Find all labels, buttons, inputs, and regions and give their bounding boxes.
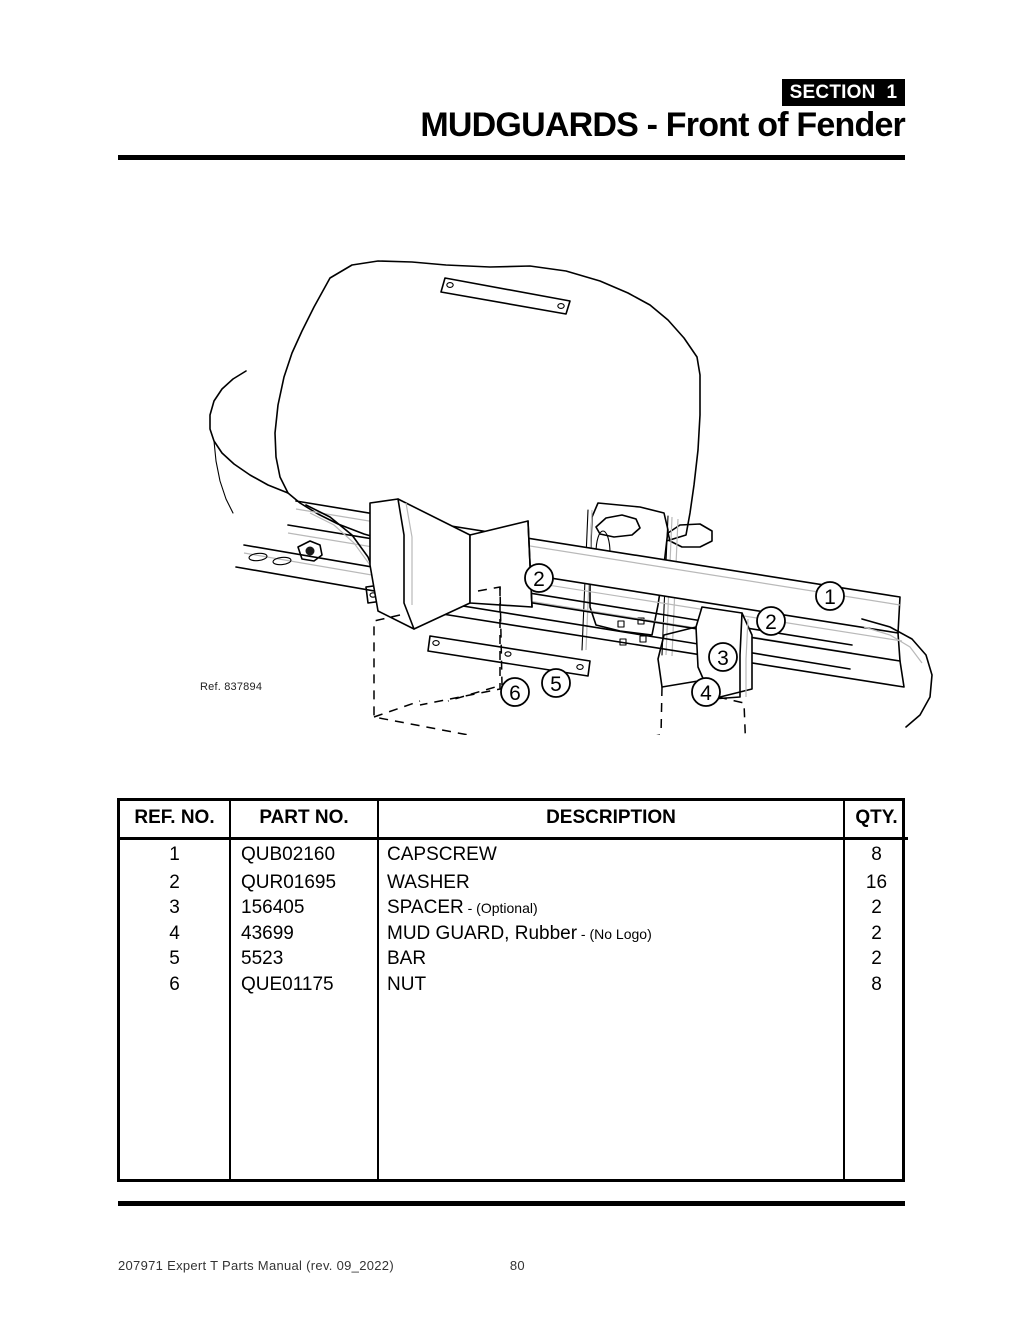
table-cell: 6 xyxy=(169,973,180,995)
table-cell: QUB02160 xyxy=(241,844,336,865)
table-cell: 3 xyxy=(169,897,180,918)
right-bracket-plate xyxy=(695,606,753,700)
table-cell: 5523 xyxy=(241,948,284,969)
table-header-row: REF. NO. PART NO. DESCRIPTION QTY. xyxy=(120,801,908,840)
table-cell: 5 xyxy=(169,948,180,969)
column-cells-ref-no: 1 2 3 4 5 6 xyxy=(120,838,231,1179)
page-number: 80 xyxy=(509,1258,525,1273)
fender-slot-strap-mid xyxy=(427,635,591,677)
column-cells-description: CAPSCREW WASHER SPACER - (Optional) MUD GUA… xyxy=(378,838,845,1179)
table-cell: 1 xyxy=(169,844,180,865)
table-cell: 16 xyxy=(865,871,888,893)
footer-divider-rule xyxy=(118,1201,905,1206)
parts-exploded-diagram xyxy=(0,235,1024,735)
description-suffix: - (No Logo) xyxy=(577,925,652,942)
manual-reference-text: 207971 Expert T Parts Manual (rev. 09_20… xyxy=(118,1258,394,1273)
table-cell: 4 xyxy=(169,922,180,944)
diagram-reference-label: Ref. 837894 xyxy=(200,681,263,693)
header-divider-rule xyxy=(118,155,905,160)
section-badge-word: SECTION xyxy=(789,81,876,103)
table-cell-description: BAR xyxy=(387,948,427,969)
left-bracket-plate xyxy=(369,498,471,630)
page-footer: 207971 Expert T Parts Manual (rev. 09_20… xyxy=(118,1258,905,1273)
description-suffix: - (Optional) xyxy=(463,900,538,916)
table-cell: 2 xyxy=(871,948,882,969)
table-cell-description: CAPSCREW xyxy=(387,844,497,865)
column-header-qty: QTY. xyxy=(844,801,908,840)
fender-slot-strap-top xyxy=(440,277,571,315)
table-cell: 2 xyxy=(871,897,882,918)
column-cells-qty: 8 16 2 2 2 8 xyxy=(844,839,908,1180)
parts-list-table: REF. NO. PART NO. DESCRIPTION QTY. 1 2 3 4 5… xyxy=(117,798,908,1182)
column-header-part-no: PART NO. xyxy=(230,801,379,840)
column-header-description: DESCRIPTION xyxy=(378,801,845,840)
section-badge-number: 1 xyxy=(886,81,898,103)
table-cell: QUE01175 xyxy=(241,973,334,995)
table-cell-description: SPACER - (Optional) xyxy=(387,897,538,918)
table-cell: 43699 xyxy=(241,922,294,944)
table-cell: 156405 xyxy=(241,897,305,918)
table-cell: QUR01695 xyxy=(241,871,337,893)
table-cell-description: NUT xyxy=(387,973,427,995)
table-cell: 2 xyxy=(871,922,882,944)
table-cell-description: WASHER xyxy=(387,871,470,893)
table-cell: 8 xyxy=(871,973,882,995)
table-cell-description: MUD GUARD, Rubber - (No Logo) xyxy=(387,922,652,944)
table-cell: 2 xyxy=(169,871,180,893)
page-title: MUDGUARDS - Front of Fender xyxy=(420,106,905,144)
fender-assembly-illustration xyxy=(209,260,933,735)
column-header-ref-no: REF. NO. xyxy=(120,801,231,840)
table-cell: 8 xyxy=(871,844,882,865)
section-badge: SECTION 1 xyxy=(782,79,905,106)
